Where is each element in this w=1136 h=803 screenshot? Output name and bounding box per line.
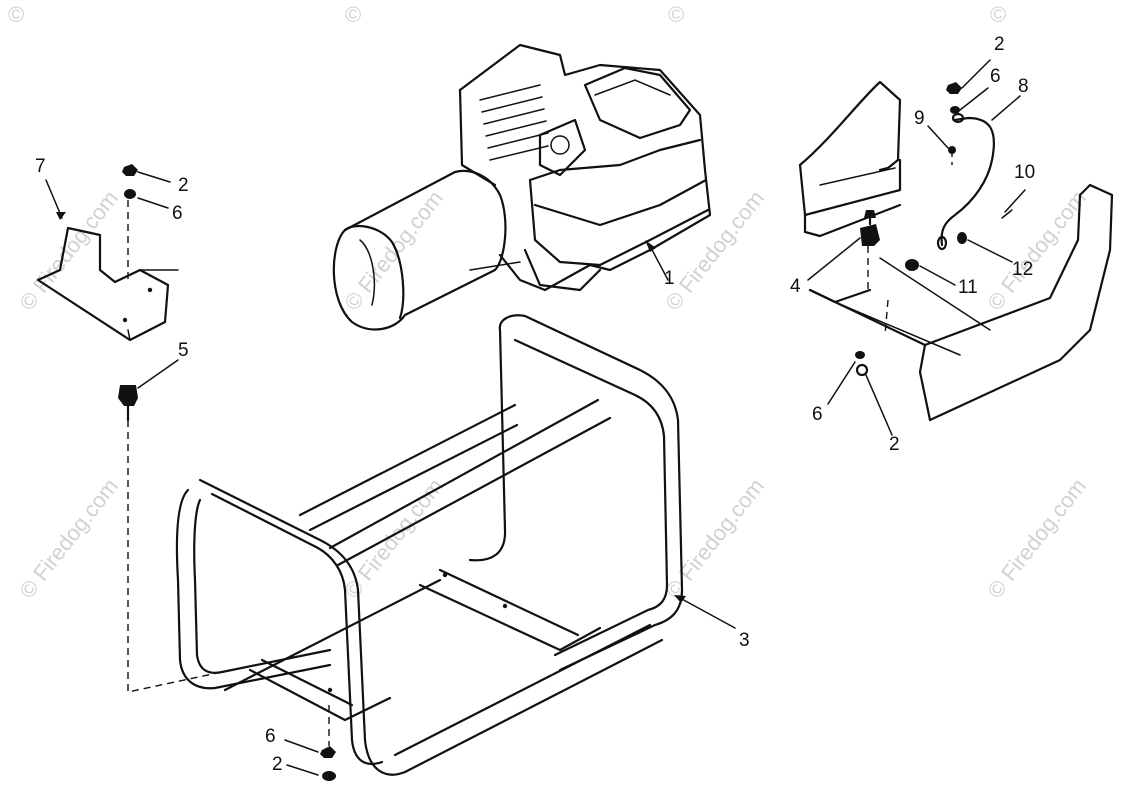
- watermark-corner: ©: [990, 2, 1006, 27]
- callout-7: 7: [35, 156, 46, 177]
- watermark-text: © Firedog.com: [982, 474, 1091, 603]
- bottom-hardware: [284, 705, 336, 781]
- left-mounting-bracket: [36, 164, 223, 693]
- watermark-text: © Firedog.com: [982, 186, 1091, 315]
- engine-generator-assembly: [332, 43, 712, 331]
- callout-2: 2: [889, 434, 900, 455]
- callout-labels: 1 2 6 7 5 3 6 2 2 6 8 9 10 12 11 4 6 2: [35, 34, 1035, 775]
- watermark-corner: ©: [8, 2, 24, 27]
- watermark-text: © Firedog.com: [660, 186, 769, 315]
- callout-6: 6: [812, 404, 823, 425]
- watermark-text: © Firedog.com: [660, 474, 769, 603]
- watermark-text: © Firedog.com: [14, 186, 123, 315]
- watermark-corner: ©: [345, 2, 361, 27]
- callout-4: 4: [790, 276, 801, 297]
- callout-1: 1: [664, 268, 675, 289]
- callout-5: 5: [178, 340, 189, 361]
- right-mounting-bracket: [798, 59, 1114, 436]
- tube-frame: [175, 314, 736, 776]
- callout-6: 6: [172, 203, 183, 224]
- callout-3: 3: [739, 630, 750, 651]
- callout-6: 6: [990, 66, 1001, 87]
- callout-2: 2: [994, 34, 1005, 55]
- callout-2: 2: [272, 754, 283, 775]
- callout-12: 12: [1012, 259, 1033, 280]
- callout-2: 2: [178, 175, 189, 196]
- callout-11: 11: [958, 277, 978, 298]
- callout-8: 8: [1018, 76, 1029, 97]
- cooling-fins: [479, 84, 549, 161]
- callout-6: 6: [265, 726, 276, 747]
- watermark-corner: ©: [668, 2, 684, 27]
- watermarks: © © © © © Firedog.com © Firedog.com © Fi…: [8, 2, 1091, 603]
- callout-10: 10: [1014, 162, 1035, 183]
- watermark-text: © Firedog.com: [14, 474, 123, 603]
- callout-9: 9: [914, 108, 925, 129]
